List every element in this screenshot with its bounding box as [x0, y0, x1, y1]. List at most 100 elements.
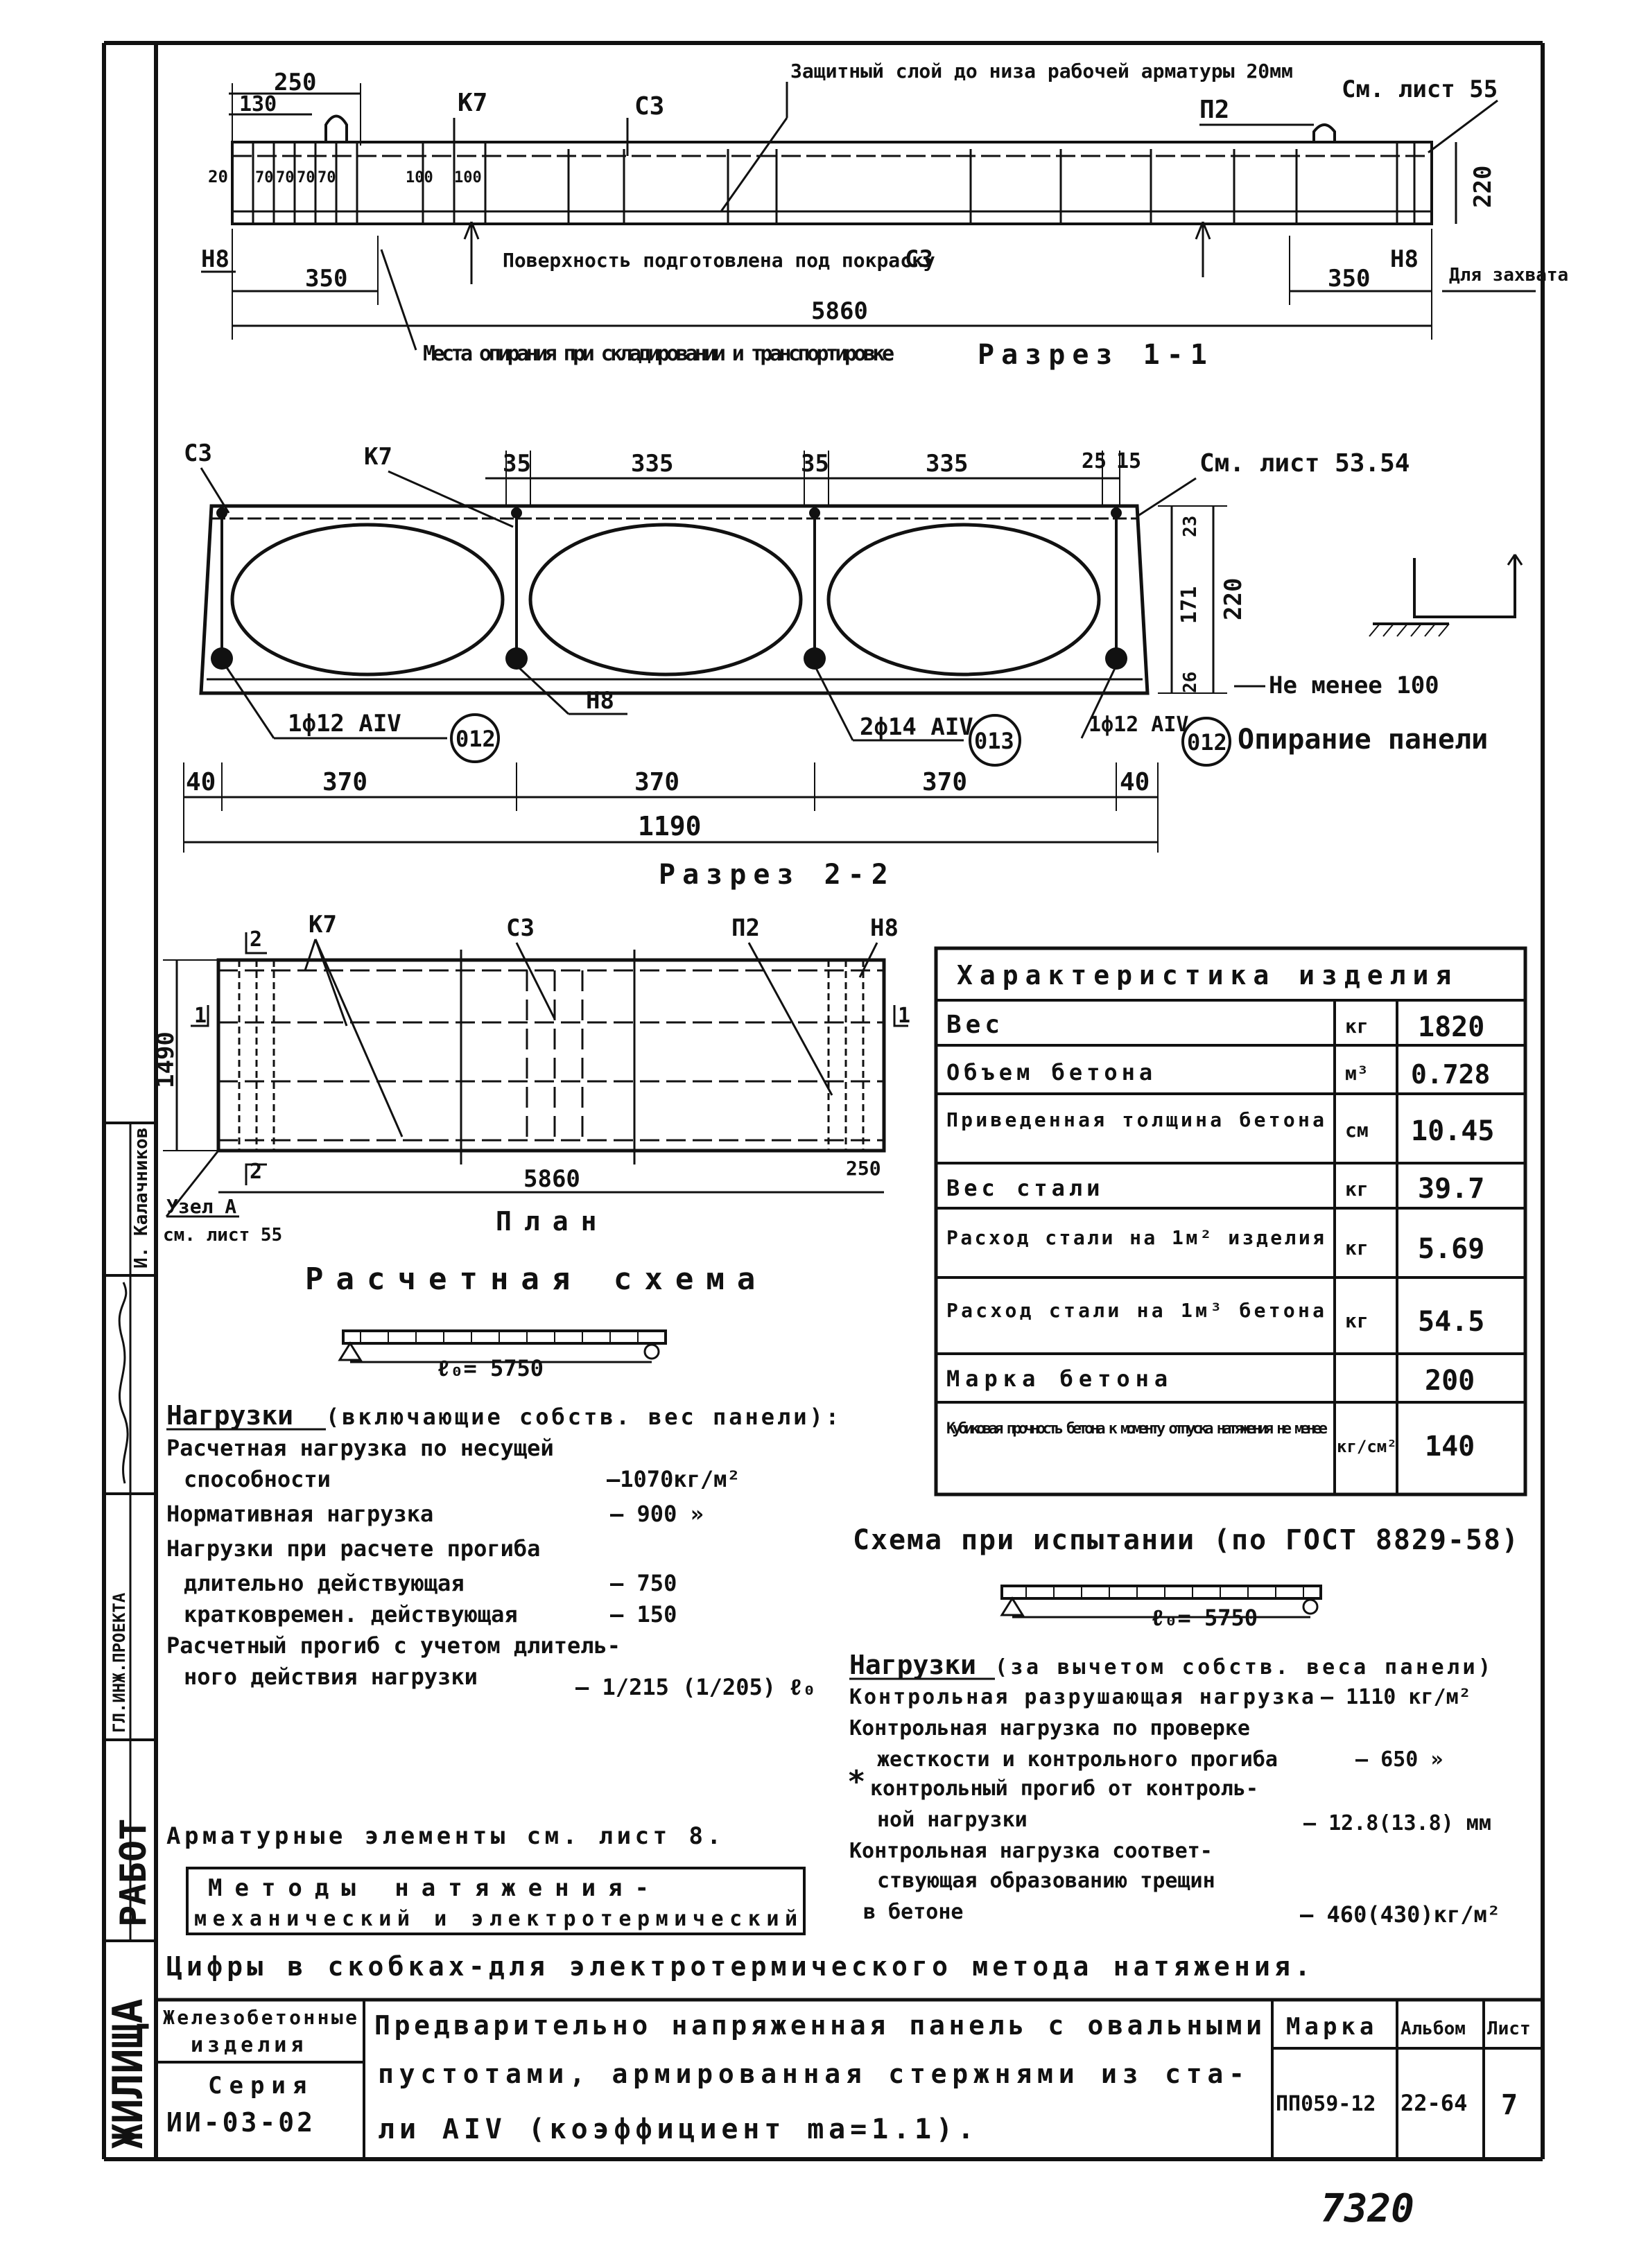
support-detail [1369, 554, 1523, 637]
notes: Арматурные элементы см. лист 8. Методы н… [166, 1822, 1310, 1982]
note-brackets: Цифры в скобках-для электротермического … [166, 1951, 1310, 1982]
desc-line-1: Предварительно напряженная панель с овал… [374, 2010, 1262, 2041]
mark-header: Марка [1286, 2013, 1378, 2041]
series-label: Серия [208, 2072, 313, 2100]
dim-35b: 35 [801, 450, 829, 478]
mark-value: ПП059-12 [1276, 2092, 1376, 2116]
plan-view: К7 С3 П2 Н8 2 2 1 1 1490 5860 250 План У… [152, 911, 910, 1246]
side-sub-label: РАБОТ [113, 1818, 155, 1927]
cut-1-left: 1 [194, 1004, 207, 1028]
characteristics-table: Характеристика изделия Вес кг 1820 Объем… [934, 946, 1527, 1497]
note-reinforcement: Арматурные элементы см. лист 8. [166, 1822, 721, 1850]
plan-dim-5860: 5860 [523, 1165, 580, 1193]
dim-70c: 70 [297, 169, 315, 186]
lifting-loop-left [324, 114, 348, 142]
test-line-5-val: — 12.8(13.8) мм [1303, 1811, 1491, 1835]
dim-20: 20 [208, 167, 228, 186]
label-n8-right: Н8 [1390, 245, 1419, 273]
bar-dot-4 [1105, 647, 1127, 670]
plan-outline [216, 958, 886, 1153]
note-support: Места опирания при складировании и транс… [423, 342, 894, 366]
sheet-header: Лист [1487, 2018, 1531, 2039]
dim-370c: 370 [922, 768, 967, 796]
plan-dim-1490: 1490 [152, 1031, 180, 1088]
calc-line-6: кратковремен. действующая [184, 1601, 518, 1628]
label-c3: С3 [905, 245, 933, 273]
dim-250: 250 [274, 69, 316, 96]
side-project-label: ГЛ.ИНЖ.ПРОЕКТА [110, 1592, 129, 1733]
row-weight-unit: кг [1345, 1015, 1369, 1038]
lifting-loop-right [1312, 123, 1336, 142]
section-1-1-title: Разрез 1-1 [978, 339, 1214, 371]
table-title: Характеристика изделия [957, 960, 1458, 991]
dim-350-left: 350 [305, 265, 347, 293]
page-number: 7320 [1321, 2186, 1414, 2231]
row-steel-m3-name: Расход стали на 1м³ бетона [946, 1299, 1324, 1322]
signature [118, 1282, 129, 1484]
dim-5860: 5860 [811, 297, 868, 325]
asterisk-mark: * [847, 1764, 866, 1799]
bar-dot-3 [804, 647, 826, 670]
dim-26: 26 [1180, 672, 1201, 693]
row-weight-value: 1820 [1418, 1011, 1484, 1043]
bar-right-label: 1ф12 АIV [1089, 713, 1189, 737]
dim-370a: 370 [322, 768, 367, 796]
test-line-3-val: — 650 » [1355, 1747, 1443, 1772]
calc-loads-title: Нагрузки [166, 1400, 293, 1431]
test-line-3: жесткости и контрольного прогиба [877, 1747, 1278, 1772]
plan-label-c3: С3 [506, 914, 535, 942]
series-value: ИИ-03-02 [166, 2107, 315, 2138]
note-grip: Для захвата [1449, 265, 1568, 286]
org-line-2: изделия [191, 2033, 307, 2057]
row-thickness-name: Приведенная толщина бетона [946, 1108, 1324, 1131]
row-concrete-grade-value: 200 [1425, 1365, 1475, 1397]
bar-dot-2 [505, 647, 528, 670]
test-scheme-title: Схема при испытании (по ГОСТ 8829-58) [853, 1524, 1518, 1556]
dim-100a: 100 [406, 169, 433, 186]
dim-23: 23 [1180, 516, 1201, 537]
side-strip: ЖИЛИЩА РАБОТ ГЛ.ИНЖ.ПРОЕКТА И. Калачнико… [104, 1122, 156, 2149]
plan-dim-250: 250 [846, 1157, 881, 1180]
calc-line-8: ного действия нагрузки [184, 1664, 478, 1690]
label-k7: К7 [458, 89, 487, 117]
label-p2: П2 [1199, 96, 1229, 124]
bar-dot-top1 [216, 507, 227, 518]
dim-40a: 40 [186, 768, 216, 796]
row-steel-m2-value: 5.69 [1418, 1233, 1484, 1265]
row-steel-m2-name: Расход стали на 1м² изделия [946, 1226, 1324, 1249]
oval-void-1 [230, 523, 505, 677]
bar-left-label: 1ф12 АIV [288, 710, 401, 738]
calc-line-2-val: —1070кг/м² [607, 1466, 740, 1492]
dim-335b: 335 [926, 450, 968, 478]
calc-line-7: Расчетный прогиб с учетом длитель- [166, 1632, 621, 1659]
dim-25: 25 [1082, 449, 1107, 473]
calc-line-2: способности [184, 1466, 331, 1492]
calc-line-5: длительно действующая [184, 1570, 465, 1596]
test-line-6: Контрольная нагрузка соответ- [849, 1839, 1213, 1863]
row-concrete-grade-name: Марка бетона [946, 1366, 1173, 1392]
row-strength-unit: кг/см² [1337, 1437, 1397, 1456]
calc-line-8-val: — 1/215 (1/205) ℓ₀ [575, 1674, 816, 1700]
calc-loads-note: (включающие собств. вес панели): [326, 1404, 839, 1430]
note-methods-2: механический и электротермический [194, 1907, 797, 1931]
row-steel-m2-unit: кг [1345, 1237, 1369, 1259]
methods-box [186, 1867, 806, 1935]
dim-335a: 335 [631, 450, 673, 478]
note-sheet-53-54: См. лист 53.54 [1199, 449, 1410, 478]
bar-dot-top3 [809, 507, 820, 518]
calc-line-3: Нормативная нагрузка [166, 1501, 433, 1527]
calc-line-1: Расчетная нагрузка по несущей [166, 1435, 554, 1461]
test-line-1: Контрольная разрушающая нагрузка [849, 1685, 1314, 1709]
side-author: И. Калачников [131, 1128, 152, 1269]
dim-70b: 70 [276, 169, 295, 186]
sheet-value: 7 [1501, 2089, 1518, 2121]
album-header: Альбом [1401, 2018, 1466, 2039]
calc-scheme: Расчетная схема ℓ₀= 5750 Нагрузки (включ… [166, 1262, 839, 1700]
desc-line-2: пустотами, армированная стержнями из ста… [378, 2059, 1245, 2089]
calc-support-left [338, 1341, 363, 1361]
callout-013-text: 013 [974, 728, 1014, 754]
row-thickness-value: 10.45 [1411, 1115, 1494, 1147]
panel-cross-section [199, 504, 1150, 695]
test-line-5: ной нагрузки [877, 1808, 1028, 1832]
calc-line-6-val: — 150 [610, 1601, 677, 1628]
